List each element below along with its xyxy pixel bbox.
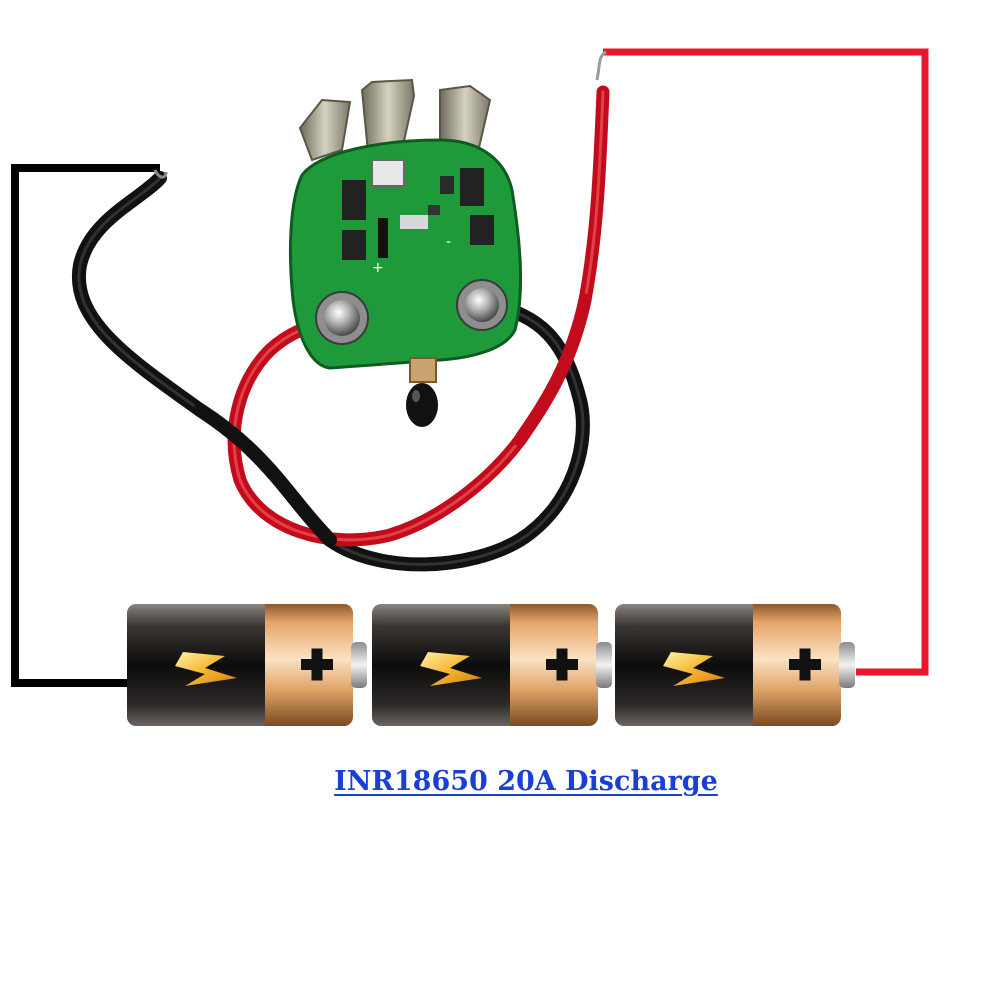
negative-wire-overlap (193, 403, 337, 547)
screw-terminal-positive (315, 291, 369, 345)
metal-tabs (298, 78, 492, 162)
battery-pack (127, 604, 855, 726)
battery-cell-1 (127, 604, 367, 726)
pcb-minus-marking: - (446, 234, 451, 250)
positive-wire (227, 48, 929, 676)
positive-wire-overlap (513, 293, 592, 447)
protection-board: + - (288, 78, 523, 427)
screw-terminal-negative (456, 279, 508, 331)
thermistor (406, 357, 438, 427)
pcb-plus-marking: + (372, 260, 384, 276)
battery-cell-2 (372, 604, 612, 726)
caption-link[interactable]: INR18650 20A Discharge (334, 766, 718, 797)
battery-cell-3 (615, 604, 855, 726)
